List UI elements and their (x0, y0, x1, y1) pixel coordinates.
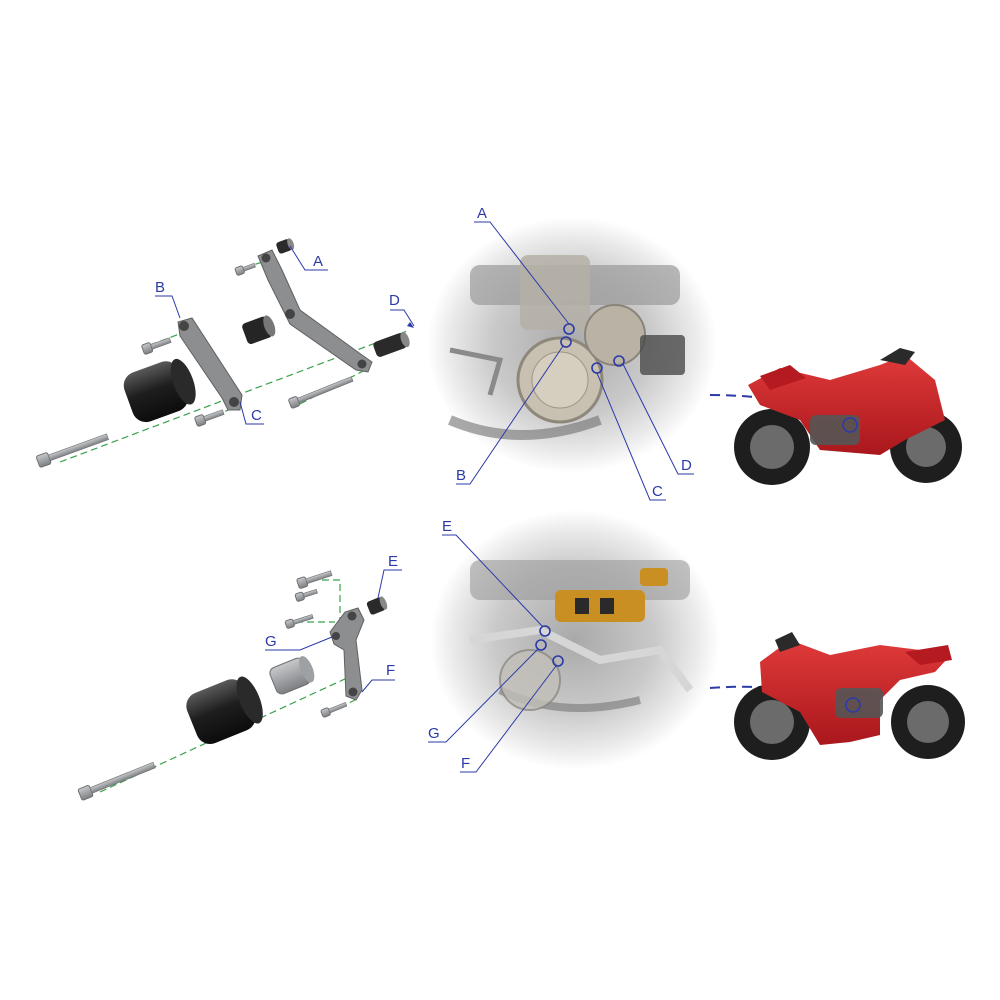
bolt-bottom (320, 702, 348, 718)
leader-b (155, 295, 181, 319)
frame-slider-puck-bottom (186, 676, 263, 745)
engine-label-g: G (428, 725, 440, 742)
top-exploded-view: A B C D (36, 238, 415, 468)
bottom-exploded-view: E F G (77, 553, 402, 801)
engine-label-a: A (477, 205, 487, 222)
engine-point-b (560, 336, 572, 348)
bolt-top-1 (296, 570, 333, 589)
engine-point-e (539, 625, 551, 637)
bolt-top-2 (294, 588, 318, 602)
label-c: C (251, 407, 262, 424)
label-b: B (155, 279, 165, 296)
long-bracket (257, 249, 373, 373)
long-bolt (36, 433, 109, 468)
top-engine-photo: A B C D (427, 205, 717, 501)
motorcycle-right-side (709, 632, 965, 760)
spacer-bottom (269, 656, 315, 695)
leader-c (239, 401, 264, 425)
label-e: E (388, 553, 398, 570)
frame-slider-puck (123, 358, 196, 423)
bolt-b (141, 337, 172, 355)
bracket-bottom (329, 607, 365, 701)
label-f: F (386, 662, 395, 679)
engine-point-g (535, 639, 547, 651)
leader-a (289, 245, 328, 271)
engine-point-d (613, 355, 625, 367)
bottom-engine-photo: E G F (428, 510, 720, 773)
motorcycle-point-bottom (845, 697, 861, 713)
label-g: G (265, 633, 277, 650)
label-d: D (389, 292, 400, 309)
motorcycle-point-top (842, 417, 858, 433)
spacer (242, 315, 276, 344)
leader-d (390, 309, 415, 327)
spacer-d (373, 331, 410, 357)
bolt-mid (284, 614, 314, 629)
engine-label-c: C (652, 483, 663, 500)
engine-label-e: E (442, 518, 452, 535)
engine-label-d: D (681, 457, 692, 474)
nut-e (366, 596, 388, 615)
label-a: A (313, 253, 323, 270)
long-bolt-d (288, 376, 354, 409)
long-bolt-bottom (77, 761, 156, 801)
nut-a (276, 238, 295, 254)
bolt-a (234, 262, 256, 276)
engine-point-f (552, 655, 564, 667)
engine-label-b: B (456, 467, 466, 484)
motorcycle-left-side (709, 348, 962, 485)
bolt-c (194, 409, 225, 427)
engine-label-f: F (461, 755, 470, 772)
small-bracket (177, 317, 243, 411)
